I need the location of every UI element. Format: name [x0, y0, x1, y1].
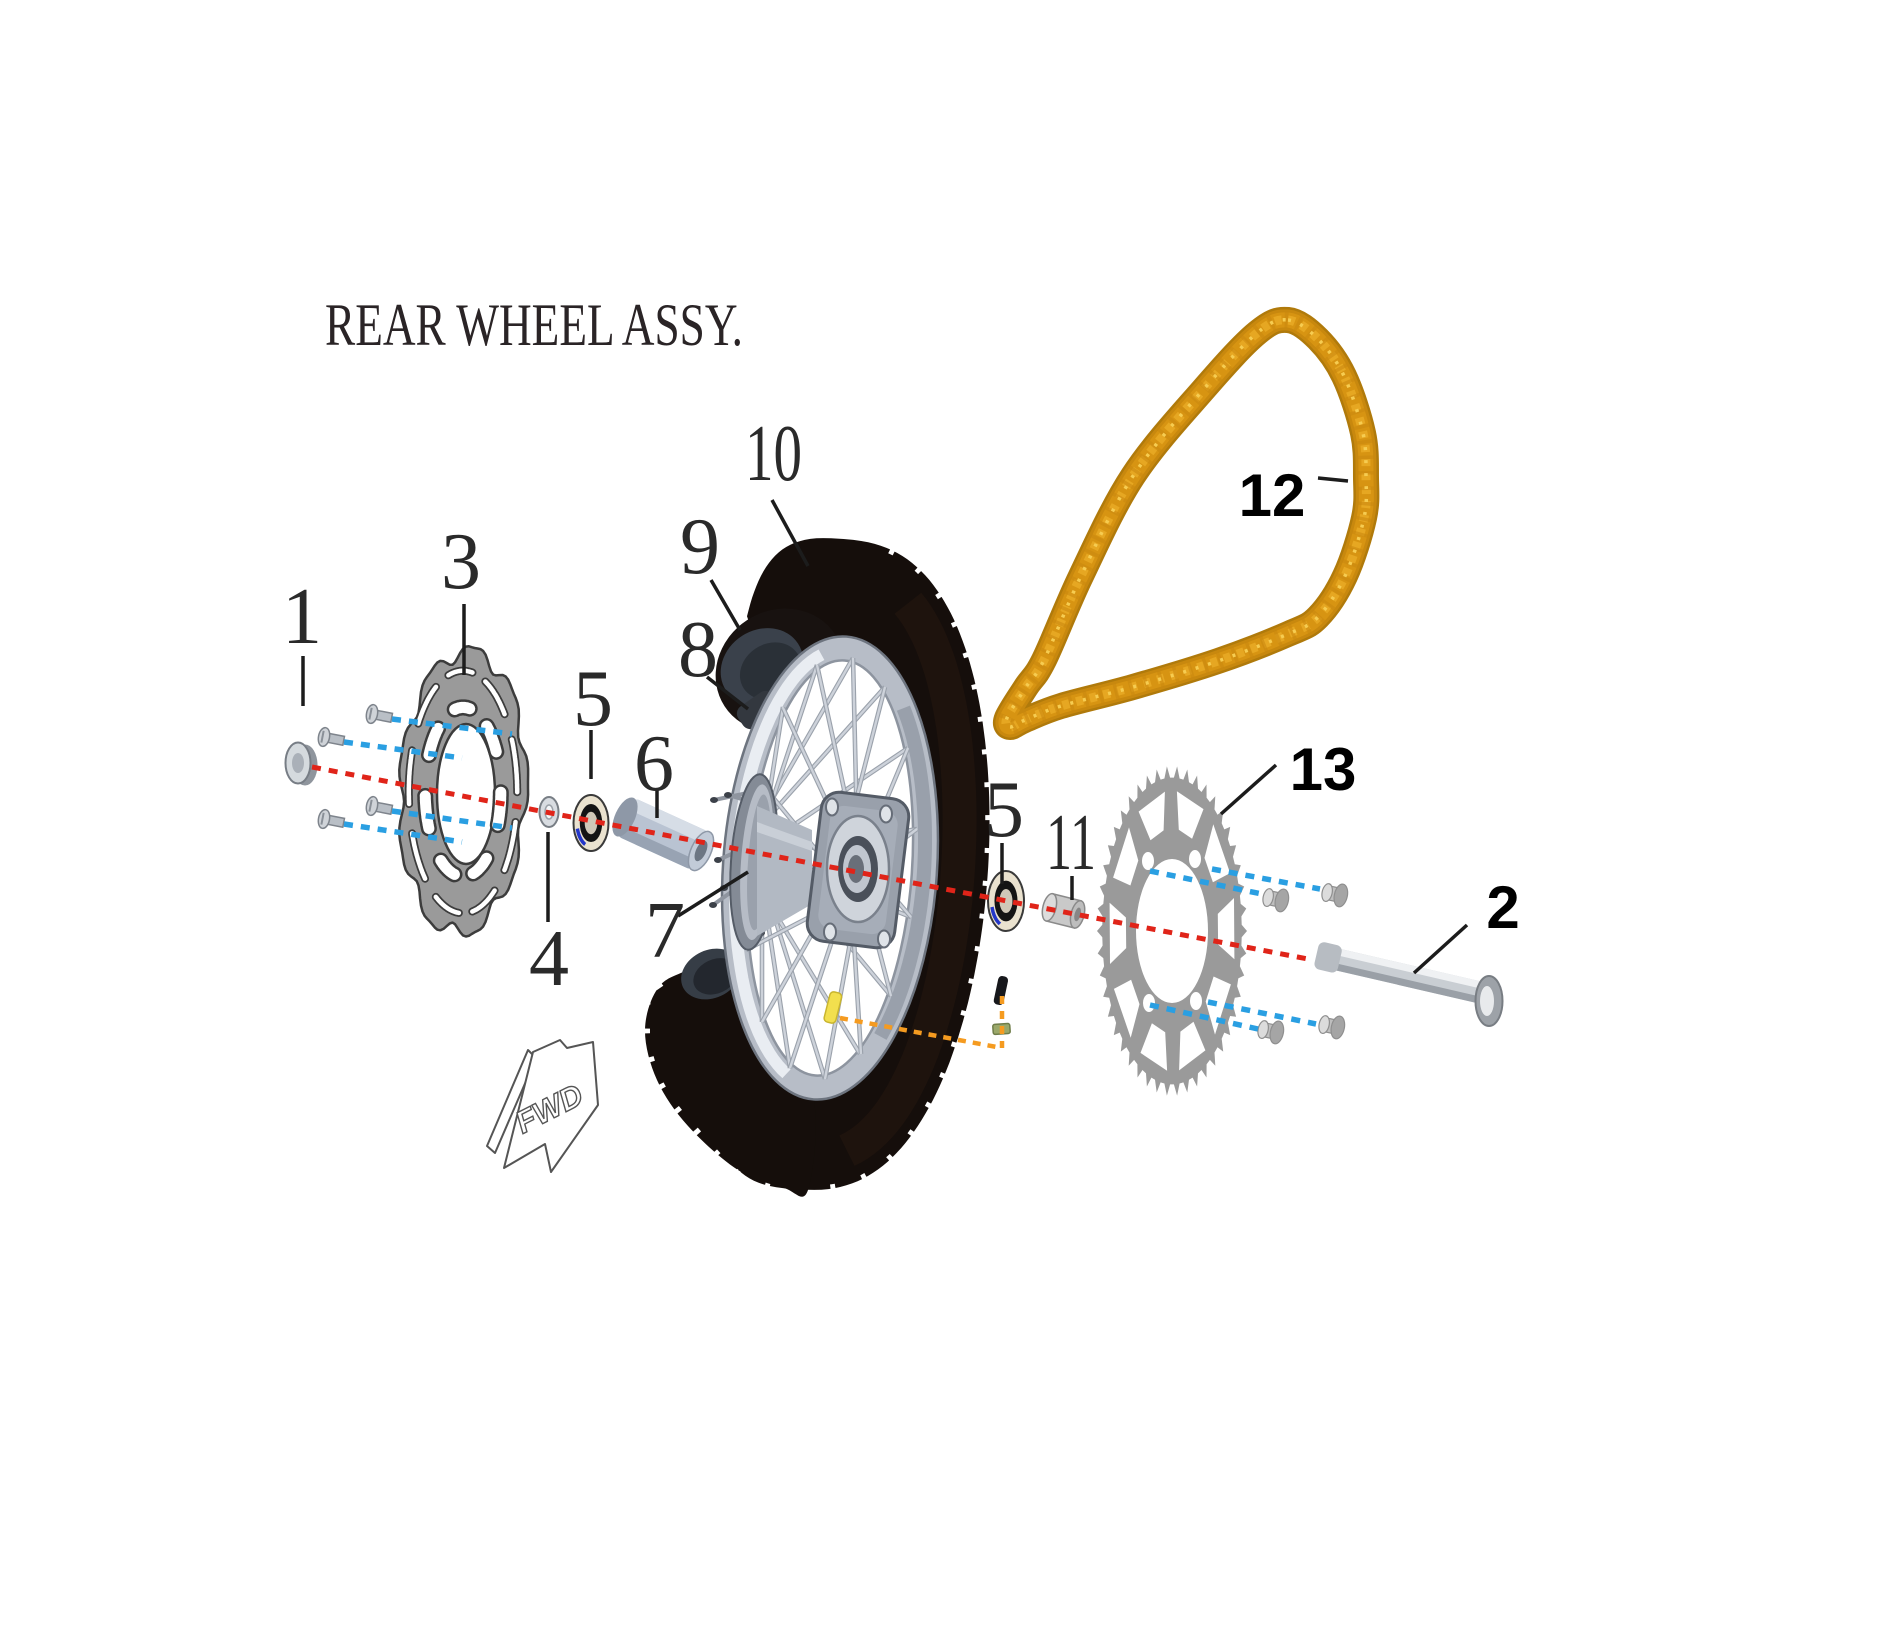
svg-text:4: 4: [529, 915, 569, 1003]
svg-text:5: 5: [984, 766, 1024, 854]
svg-text:13: 13: [1290, 736, 1357, 803]
svg-text:5: 5: [573, 655, 613, 743]
svg-text:7: 7: [645, 887, 685, 975]
svg-text:REAR WHEEL ASSY.: REAR WHEEL ASSY.: [325, 292, 743, 358]
svg-text:9: 9: [680, 503, 720, 591]
svg-text:10: 10: [745, 410, 802, 498]
svg-text:2: 2: [1486, 874, 1519, 941]
svg-text:12: 12: [1239, 462, 1306, 529]
svg-text:3: 3: [441, 518, 481, 606]
svg-text:1: 1: [282, 573, 322, 661]
svg-text:8: 8: [678, 606, 718, 694]
svg-text:6: 6: [634, 720, 674, 808]
svg-text:11: 11: [1046, 799, 1096, 887]
